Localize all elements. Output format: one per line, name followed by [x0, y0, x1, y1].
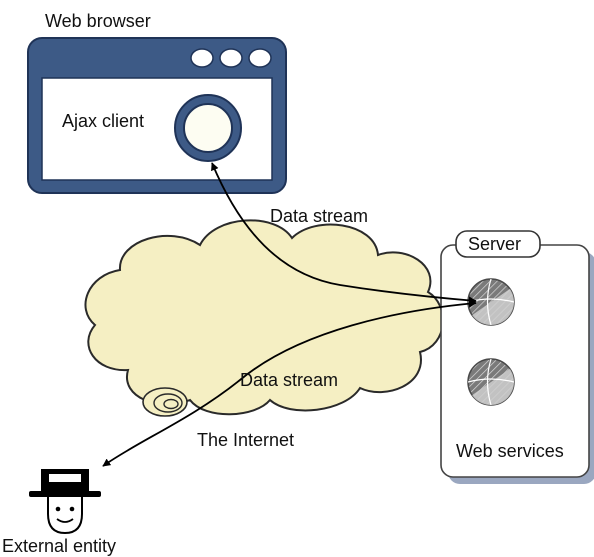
browser-window-buttons-icon	[190, 48, 272, 68]
data-stream-arrow-browser	[211, 162, 477, 305]
web-browser-label: Web browser	[45, 11, 151, 31]
external-entity-icon	[29, 469, 101, 535]
web-services-label: Web services	[456, 441, 564, 461]
ajax-client-label: Ajax client	[62, 111, 145, 131]
server-label: Server	[468, 234, 522, 254]
cloud-swirl-icon	[142, 387, 188, 417]
the-internet-label: The Internet	[197, 430, 295, 450]
external-entity-label: External entity	[2, 536, 117, 556]
ajax-client-ring-icon	[174, 94, 242, 162]
web-service-globe-icon	[467, 358, 515, 406]
data-stream-label-lower: Data stream	[240, 370, 339, 390]
data-stream-arrow-external	[102, 299, 477, 467]
web-browser-window	[27, 37, 287, 194]
server-box	[440, 230, 594, 484]
web-service-globe-icon	[467, 278, 515, 326]
data-stream-label-upper: Data stream	[270, 206, 369, 226]
